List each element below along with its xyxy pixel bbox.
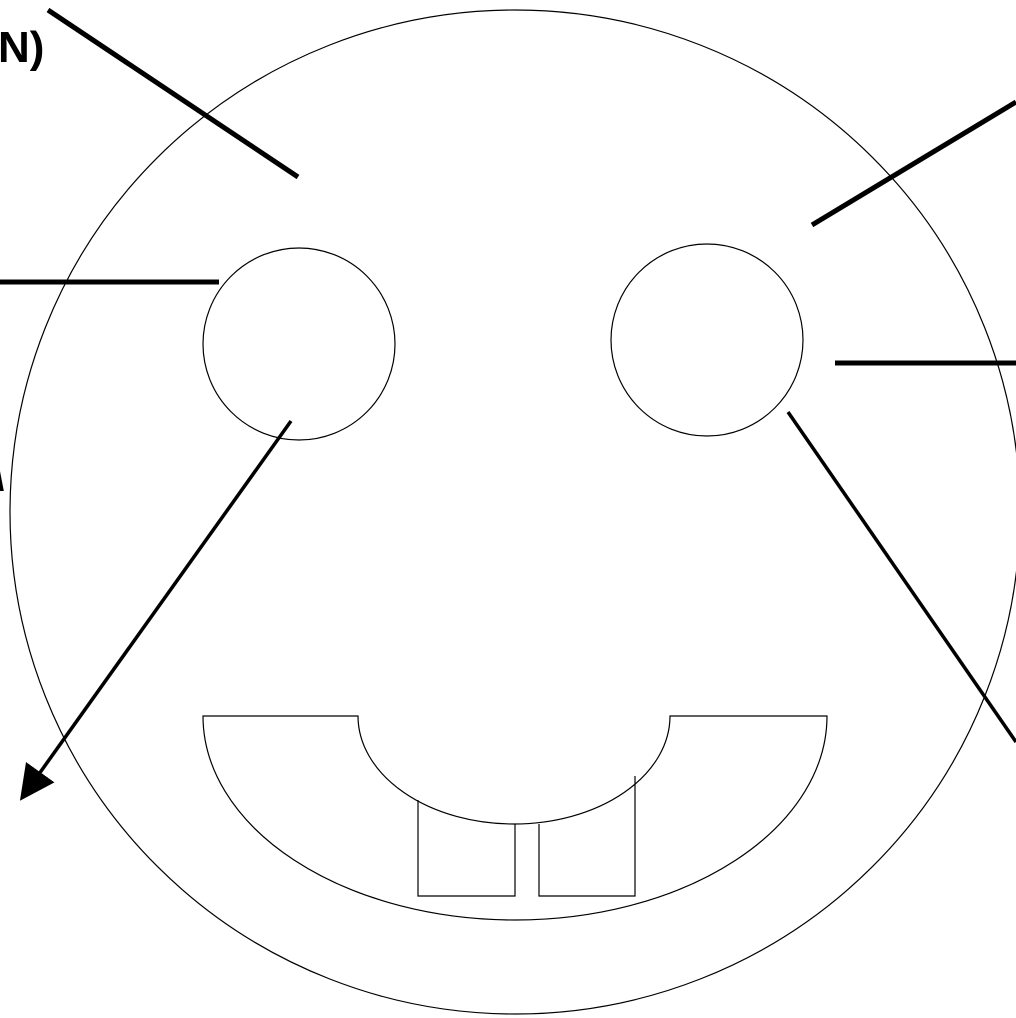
left-eye bbox=[203, 248, 395, 440]
label-fragment-left: \ bbox=[0, 451, 4, 500]
label-fragment-top-left: N) bbox=[0, 23, 44, 72]
arrow-line-bottom-left bbox=[24, 421, 291, 795]
pointer-line-top-right bbox=[812, 102, 1016, 225]
right-tooth bbox=[539, 776, 635, 896]
right-eye bbox=[611, 244, 803, 436]
face-outline bbox=[10, 10, 1016, 1014]
pointer-line-bottom-right bbox=[788, 412, 1016, 742]
left-tooth bbox=[418, 800, 515, 896]
pointer-line-top-left bbox=[48, 10, 298, 177]
